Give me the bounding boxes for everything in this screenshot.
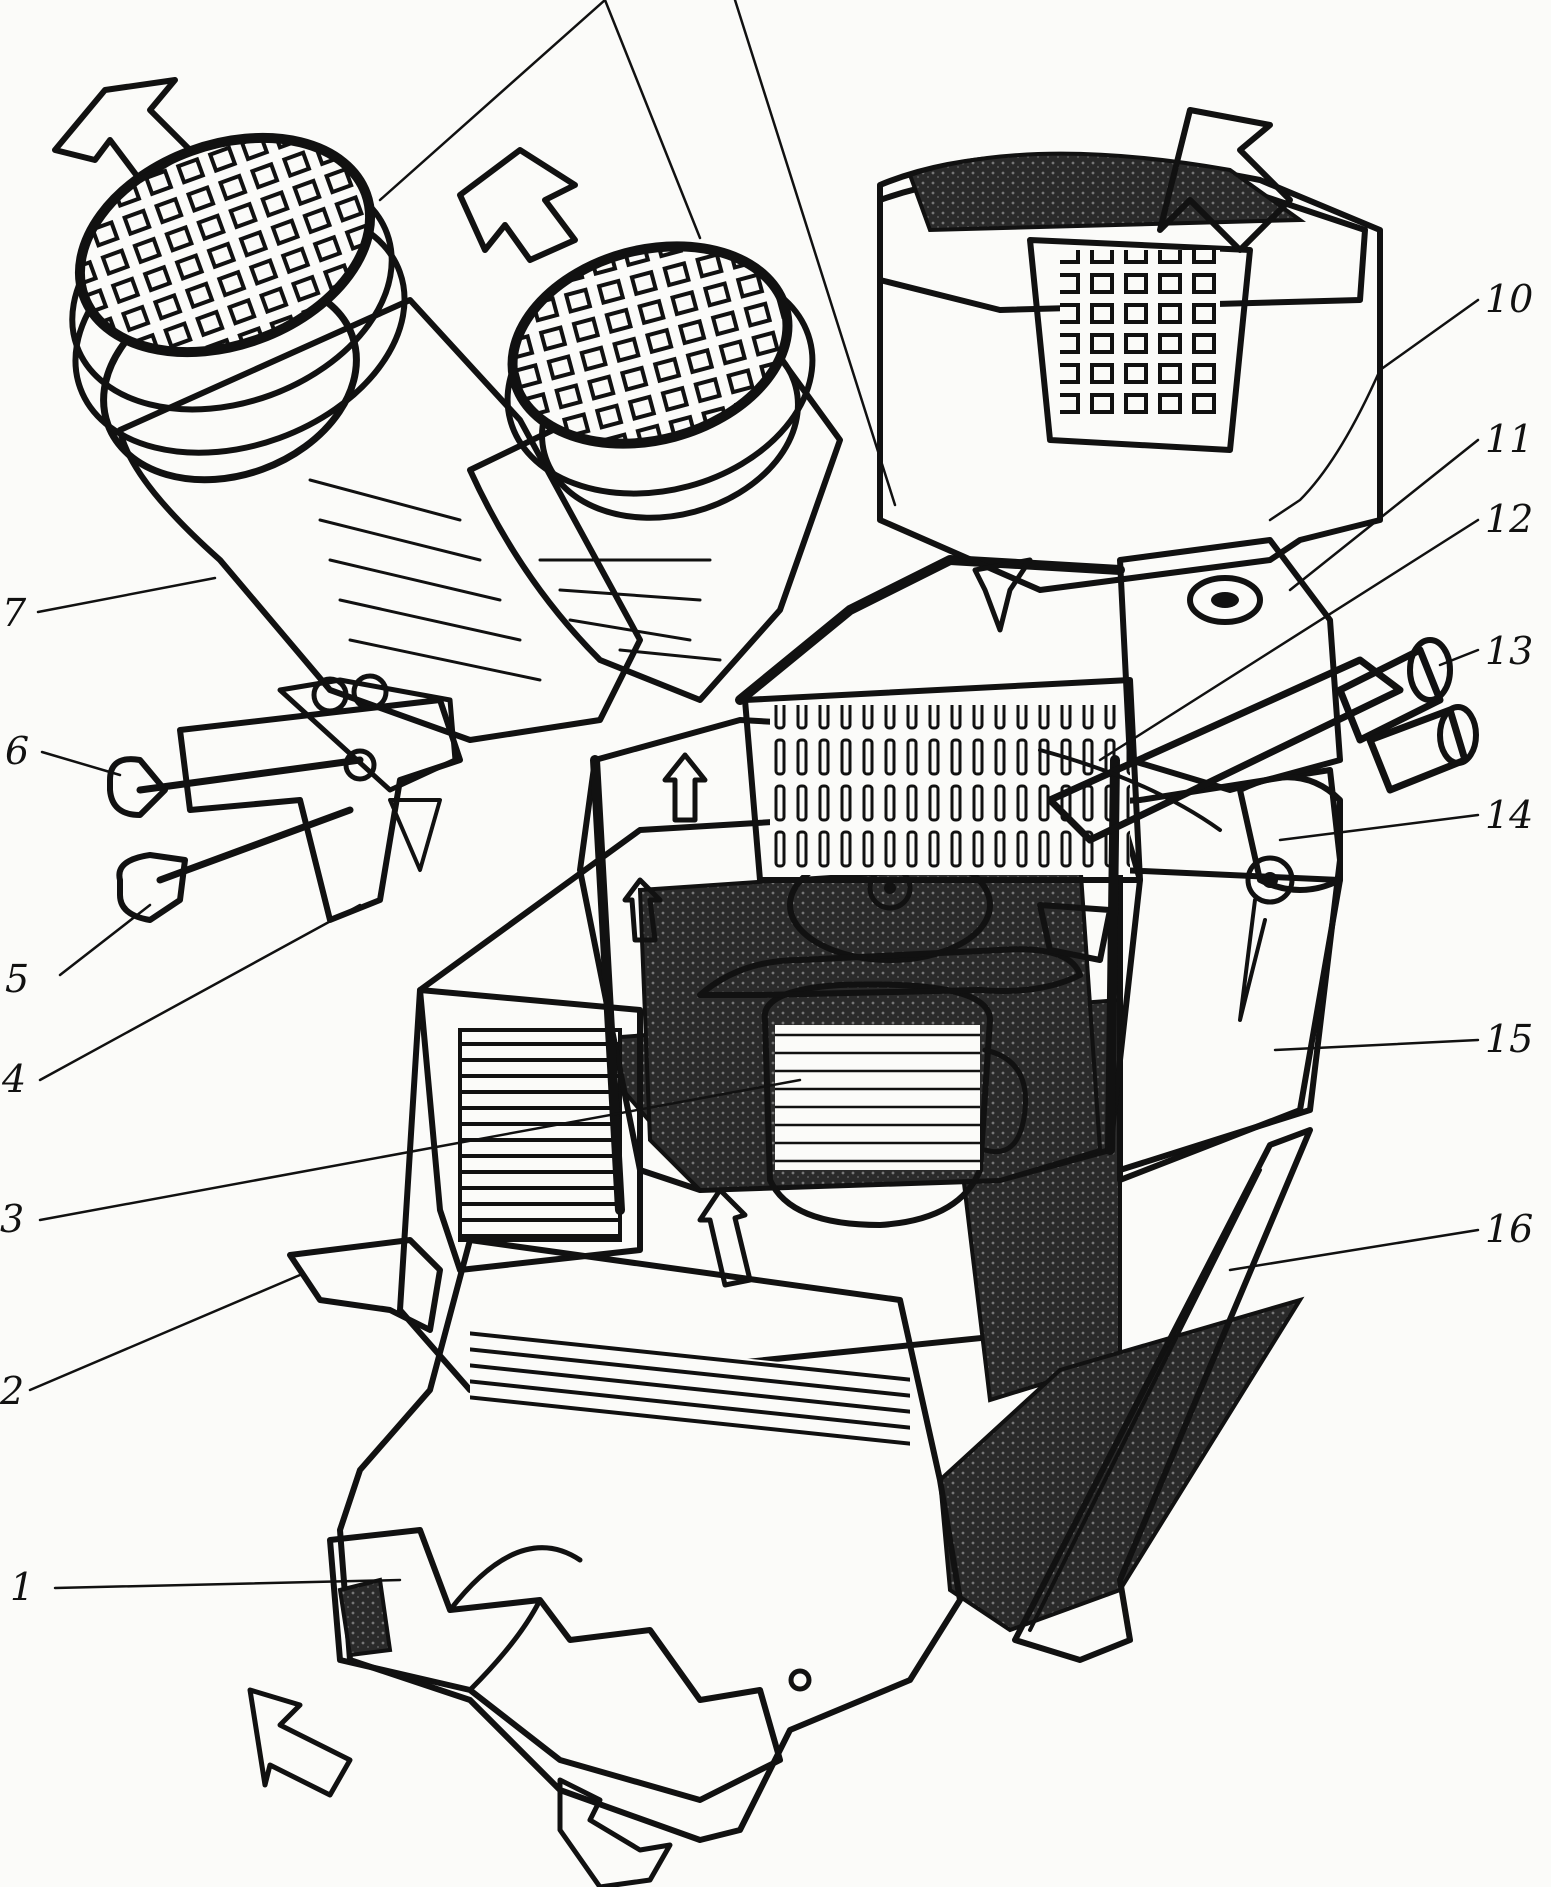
control-levers bbox=[107, 673, 463, 923]
callout-label-15: 15 bbox=[1485, 1017, 1534, 1061]
top-leader-lines bbox=[378, 0, 897, 507]
callout-label-10: 10 bbox=[1485, 277, 1534, 321]
callout-label-4: 4 bbox=[2, 1057, 27, 1101]
right-valve-assembly bbox=[1038, 537, 1479, 905]
callout-label-11: 11 bbox=[1485, 417, 1534, 461]
callout-label-12: 12 bbox=[1485, 497, 1534, 541]
callout-label-1: 1 bbox=[10, 1565, 35, 1609]
callout-leaders bbox=[28, 298, 1480, 1590]
bottom-rail bbox=[1012, 1127, 1313, 1663]
left-duct bbox=[52, 77, 643, 743]
callout-label-2: 2 bbox=[0, 1369, 25, 1413]
callout-label-16: 16 bbox=[1485, 1207, 1534, 1251]
callout-label-14: 14 bbox=[1485, 793, 1534, 837]
upper-intake-box bbox=[877, 107, 1383, 593]
flow-arrows bbox=[622, 557, 1033, 1288]
center-body bbox=[577, 555, 1143, 1228]
callout-label-3: 3 bbox=[0, 1197, 25, 1241]
callout-label-6: 6 bbox=[5, 729, 30, 773]
middle-duct bbox=[457, 147, 843, 703]
front-outlet bbox=[247, 1237, 963, 1887]
callout-label-13: 13 bbox=[1485, 629, 1534, 673]
callout-label-5: 5 bbox=[5, 957, 30, 1001]
callout-label-7: 7 bbox=[2, 591, 27, 635]
